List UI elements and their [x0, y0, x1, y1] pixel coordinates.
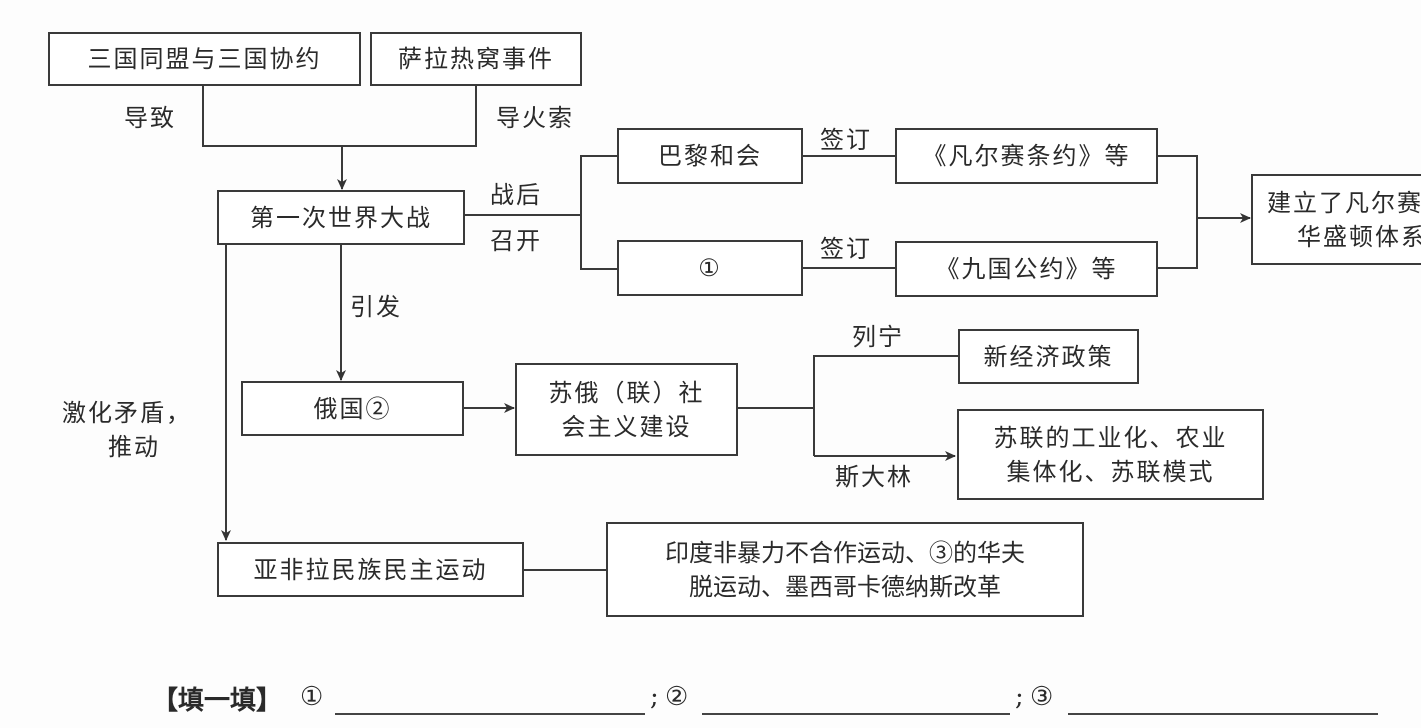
fill-in-blank-3[interactable] — [1068, 713, 1378, 715]
label-sign-2: 签订 — [820, 235, 872, 263]
fill-in-blank-1[interactable] — [335, 713, 645, 715]
node-text-line-1: 苏联的工业化、农业 — [993, 423, 1228, 452]
node-nep: 新经济政策 — [958, 329, 1139, 384]
fill-in-number-1: ① — [300, 682, 324, 712]
label-lead-to: 导致 — [124, 104, 176, 132]
node-text: 巴黎和会 — [658, 142, 762, 170]
node-text: ① — [698, 254, 722, 282]
connector-treaties — [1157, 155, 1198, 269]
node-text-line-2: 会主义建设 — [561, 412, 692, 441]
label-postwar: 战后 — [490, 181, 542, 209]
node-movements-detail: 印度非暴力不合作运动、③的华夫 脱运动、墨西哥卡德纳斯改革 — [606, 522, 1084, 617]
node-text: 《九国公约》等 — [935, 255, 1118, 283]
node-russia: 俄国② — [241, 381, 464, 436]
node-text: 第一次世界大战 — [250, 203, 432, 232]
node-national-movements: 亚非拉民族民主运动 — [217, 542, 524, 597]
node-sarajevo: 萨拉热窝事件 — [370, 32, 582, 86]
node-nine-power: 《九国公约》等 — [895, 241, 1158, 297]
fill-in-separator-1: ; — [650, 682, 659, 712]
connector-conferences — [580, 155, 617, 270]
fill-in-number-2: ② — [665, 682, 689, 712]
label-sign-1: 签订 — [820, 126, 872, 154]
fill-in-number-3: ③ — [1030, 682, 1054, 712]
node-text: 萨拉热窝事件 — [398, 45, 554, 73]
node-text: 《凡尔赛条约》等 — [922, 142, 1131, 170]
node-versailles: 《凡尔赛条约》等 — [895, 128, 1158, 184]
node-ww1: 第一次世界大战 — [217, 190, 465, 245]
node-vw-system: 建立了凡尔赛- 华盛顿体系 — [1251, 174, 1421, 265]
fill-in-title: 【填一填】 — [152, 686, 283, 716]
node-text-line-2: 集体化、苏联模式 — [1006, 457, 1215, 486]
node-text-line-1: 苏俄（联）社 — [548, 378, 705, 407]
node-blank-1: ① — [617, 240, 803, 296]
node-text: 亚非拉民族民主运动 — [253, 555, 488, 584]
node-text-line-2: 华盛顿体系 — [1297, 222, 1421, 251]
fill-in-blank-2[interactable] — [702, 713, 1010, 715]
label-convene: 召开 — [490, 227, 542, 255]
node-text-line-1: 建立了凡尔赛- — [1267, 188, 1421, 217]
fill-in-separator-2: ; — [1015, 682, 1024, 712]
node-stalin-result: 苏联的工业化、农业 集体化、苏联模式 — [957, 409, 1264, 500]
label-intensify-1: 激化矛盾， — [62, 399, 192, 427]
node-text: 新经济政策 — [983, 342, 1114, 371]
node-text-line-1: 印度非暴力不合作运动、③的华夫 — [665, 538, 1025, 567]
connector-alliances — [202, 85, 477, 147]
label-trigger: 引发 — [350, 293, 402, 321]
label-intensify-2: 推动 — [108, 433, 160, 461]
node-alliances: 三国同盟与三国协约 — [48, 32, 361, 86]
label-stalin: 斯大林 — [835, 463, 913, 491]
node-text-line-2: 脱运动、墨西哥卡德纳斯改革 — [689, 572, 1001, 601]
node-soviet: 苏俄（联）社 会主义建设 — [515, 363, 738, 456]
node-paris: 巴黎和会 — [617, 128, 803, 184]
node-text: 俄国② — [313, 394, 392, 423]
label-fuse: 导火索 — [496, 104, 574, 132]
label-lenin: 列宁 — [852, 323, 904, 351]
connector-leaders — [813, 355, 958, 456]
node-text: 三国同盟与三国协约 — [87, 45, 322, 73]
